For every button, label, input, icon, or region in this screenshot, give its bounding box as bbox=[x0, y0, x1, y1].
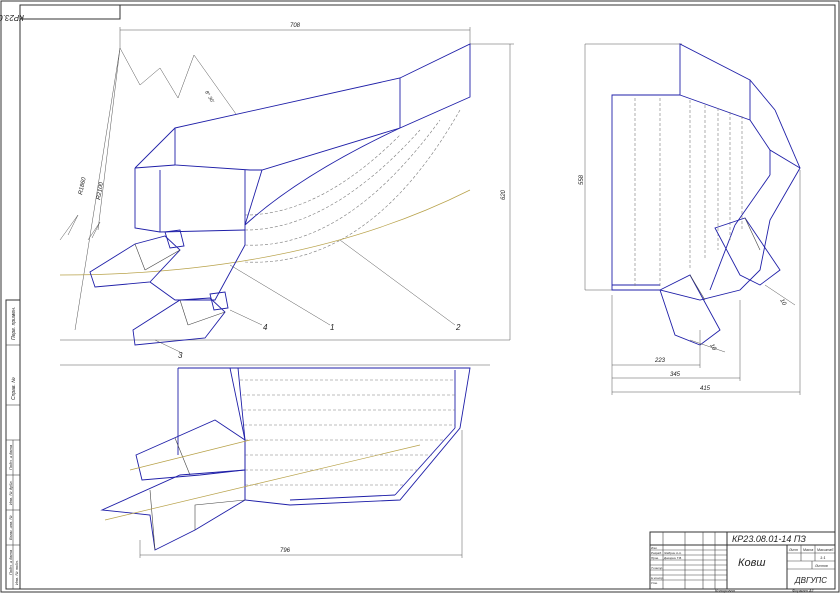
callout-3: 3 bbox=[178, 351, 183, 360]
dim-angle: 8° 30' bbox=[203, 90, 215, 105]
strip-label-3: Инв. № дубл. bbox=[8, 480, 13, 505]
bucket-back bbox=[134, 168, 161, 233]
top-axis-2 bbox=[129, 439, 251, 471]
callout-1: 1 bbox=[330, 323, 334, 332]
dim-r1860: R1860 bbox=[78, 176, 88, 195]
title-format: Формат А1 bbox=[792, 588, 814, 593]
side-outline bbox=[611, 43, 801, 301]
role-0: Изм. bbox=[651, 546, 658, 550]
axis-arc bbox=[59, 189, 471, 276]
callout-4: 4 bbox=[263, 323, 268, 332]
dim-223: 223 bbox=[654, 358, 666, 364]
title-scale-label: Масштаб bbox=[817, 548, 834, 552]
top-tooth-lower bbox=[100, 469, 246, 551]
top-view: 796 bbox=[60, 364, 490, 558]
title-copied: Копировал bbox=[715, 588, 736, 593]
arc-dash-1 bbox=[244, 129, 421, 231]
dim-r2100: R2100 bbox=[96, 181, 105, 200]
leader-2 bbox=[339, 239, 456, 326]
dim-558: 558 bbox=[579, 174, 585, 185]
leader-4 bbox=[229, 309, 263, 326]
front-view: 708 620 R1860 R2100 8° 30' bbox=[59, 23, 514, 360]
radius-zigzag bbox=[119, 47, 237, 115]
top-outline bbox=[178, 367, 471, 506]
radius-leader-1 bbox=[74, 47, 121, 331]
dim-tooth-b: 10 bbox=[778, 298, 787, 307]
role-3: Т.контр. bbox=[651, 566, 663, 570]
tooth-lower bbox=[132, 297, 226, 346]
dim-796: 796 bbox=[280, 548, 291, 554]
top-left-stamp: КР23.08.01-14 ПЗ bbox=[0, 4, 121, 22]
title-name: Ковш bbox=[738, 557, 765, 569]
arc-dash-2 bbox=[244, 119, 441, 246]
role-4: Н.контр. bbox=[651, 576, 664, 580]
dim-708: 708 bbox=[290, 23, 301, 29]
role-2: Пров. bbox=[651, 556, 659, 560]
callout-2: 2 bbox=[455, 323, 461, 332]
side-strip: Перв. примен. Справ. № Подп. и дата Инв.… bbox=[5, 299, 21, 590]
title-block: КР23.08.01-14 ПЗ Ковш ДВГУПС Лист Масса … bbox=[649, 531, 836, 593]
title-designation: КР23.08.01-14 ПЗ bbox=[732, 534, 806, 544]
top-axis-1 bbox=[104, 444, 421, 521]
title-sheet-label: Лист bbox=[788, 548, 798, 552]
bucket-inner-curve bbox=[244, 127, 401, 226]
radius-leader-2 bbox=[97, 47, 121, 231]
arc-dash-3 bbox=[244, 109, 461, 263]
role-1: Разраб. bbox=[651, 551, 662, 555]
side-tooth-left bbox=[659, 274, 721, 346]
strip-label-2: Подп. и дата bbox=[8, 444, 13, 470]
dim-345: 345 bbox=[670, 372, 681, 378]
name-0: Жабрин А.А. bbox=[663, 551, 682, 555]
title-mass-label: Масса bbox=[803, 548, 813, 552]
side-view: 558 223 345 415 10 10 bbox=[579, 43, 801, 395]
strip-label-6: Инв. № подл. bbox=[14, 560, 19, 585]
strip-label-4: Взам. инв. № bbox=[8, 515, 13, 540]
bucket-top-plate bbox=[174, 43, 471, 171]
leader-3 bbox=[154, 339, 181, 353]
side-tooth-right bbox=[714, 217, 781, 286]
strip-label-1: Справ. № bbox=[11, 377, 17, 400]
arc-dash-4 bbox=[244, 134, 401, 216]
strip-label-0: Перв. примен. bbox=[11, 307, 17, 340]
name-1: Дагарин Т.В. bbox=[663, 556, 682, 560]
tooth-upper bbox=[89, 235, 181, 288]
title-organization: ДВГУПС bbox=[794, 576, 827, 585]
leader-1 bbox=[229, 264, 331, 326]
dim-415: 415 bbox=[700, 386, 711, 392]
dim-tooth-a: 10 bbox=[708, 343, 717, 352]
inner-frame bbox=[19, 4, 836, 590]
title-sheets-label: Листов bbox=[814, 564, 828, 568]
dim-620: 620 bbox=[501, 189, 507, 200]
title-scale: 1:1 bbox=[820, 555, 826, 560]
role-5: Утв. bbox=[651, 581, 658, 585]
strip-label-5: Подп. и дата bbox=[8, 549, 13, 575]
stamp-text: КР23.08.01-14 ПЗ bbox=[0, 13, 24, 22]
